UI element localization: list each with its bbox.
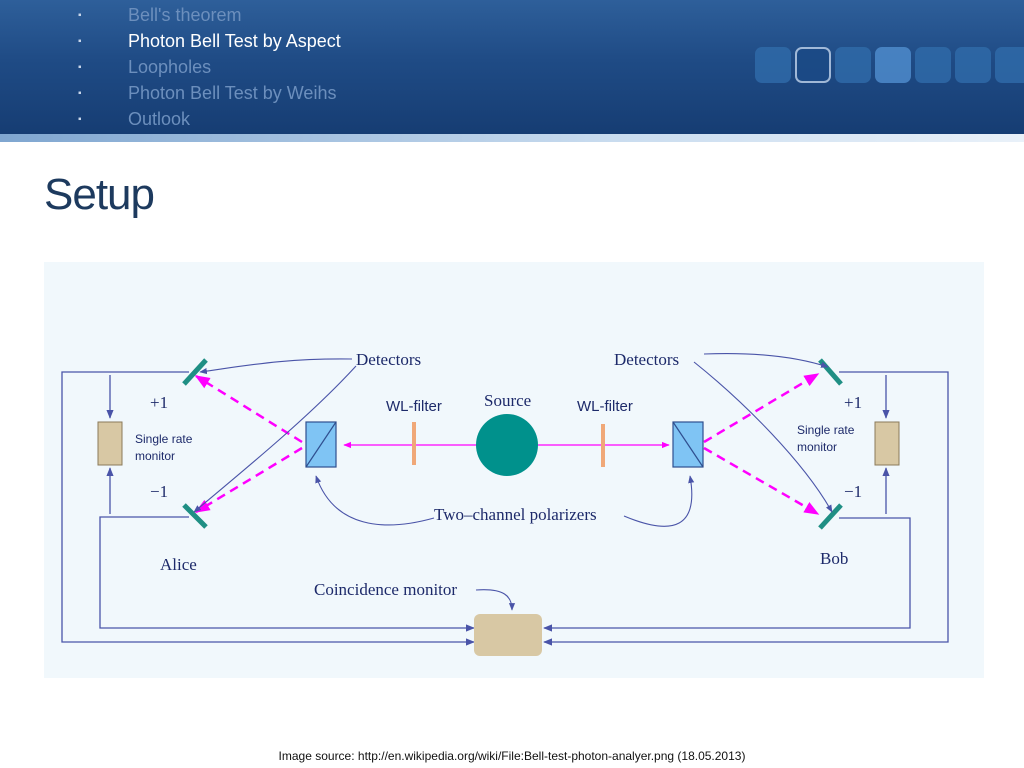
label-minus-one-left: −1 [150,482,168,501]
bullet-icon: ▪ [78,36,82,48]
outline-item-label: Outlook [128,109,191,129]
label-source: Source [484,391,531,410]
outline-item-photon-bell-test-aspect[interactable]: ▪ Photon Bell Test by Aspect [78,28,341,54]
label-wl-filter-left: WL-filter [386,398,442,415]
wl-filter-left [412,422,416,465]
bullet-icon: ▪ [78,10,82,22]
outline-item-label: Bell's theorem [128,5,242,25]
progress-square [955,47,991,83]
wire-left-outer [61,371,475,646]
image-source-caption: Image source: http://en.wikipedia.org/wi… [278,749,746,763]
diagram-canvas: Detectors Detectors Source WL-filter WL-… [61,350,949,656]
pointer-detectors-left-minus [193,365,357,513]
label-two-channel-polarizers: Two–channel polarizers [434,505,597,524]
polarizer-left [305,421,337,468]
beam-left-minus [194,446,303,514]
photon-source [476,414,538,476]
label-plus-one-right: +1 [844,393,862,412]
outline-item-photon-bell-test-weihs[interactable]: ▪ Photon Bell Test by Weihs [78,80,341,106]
polarizer-right [672,421,704,468]
progress-square [995,47,1024,83]
outline-item-outlook[interactable]: ▪ Outlook [78,106,341,132]
detector-alice-plus [182,358,208,386]
outline-item-loopholes[interactable]: ▪ Loopholes [78,54,341,80]
coincidence-monitor-box [474,614,542,656]
label-single-rate-right-1: Single rate [797,423,855,437]
beam-right-plus [703,372,820,444]
beam-left-plus [194,374,303,444]
wire-left-inner [99,516,475,632]
bell-test-diagram: Detectors Detectors Source WL-filter WL-… [44,262,984,678]
label-single-rate-left-2: monitor [135,449,175,463]
label-single-rate-left-1: Single rate [135,432,193,446]
header-banner: ▪ Bell's theorem ▪ Photon Bell Test by Asp… [0,0,1024,134]
label-detectors-left: Detectors [356,350,421,369]
outline-list: ▪ Bell's theorem ▪ Photon Bell Test by Asp… [78,2,341,132]
wire-right-inner [543,517,911,632]
label-detectors-right: Detectors [614,350,679,369]
detector-bob-plus [818,358,843,386]
pointer-detectors-right-plus [703,352,829,368]
outline-item-label: Photon Bell Test by Aspect [128,31,341,51]
bullet-icon: ▪ [78,88,82,100]
pointer-polarizer-left [315,475,435,526]
detector-bob-minus [818,503,843,530]
progress-square [915,47,951,83]
progress-square-current-section [795,47,831,83]
bullet-icon: ▪ [78,114,82,126]
label-single-rate-right-2: monitor [797,440,837,454]
header-stripe [0,134,1024,142]
page-title: Setup [44,170,155,219]
label-wl-filter-right: WL-filter [577,398,633,415]
wl-filter-right [601,424,605,467]
pointer-coincidence-monitor [475,589,516,611]
progress-square [835,47,871,83]
label-bob: Bob [820,549,848,568]
bullet-icon: ▪ [78,62,82,74]
label-coincidence-monitor: Coincidence monitor [314,580,457,599]
pointer-detectors-right-minus [693,361,833,513]
outline-item-label: Loopholes [128,57,212,77]
progress-square-current [875,47,911,83]
wire-right-outer [543,371,949,646]
outline-item-bells-theorem[interactable]: ▪ Bell's theorem [78,2,341,28]
progress-square [755,47,791,83]
pointer-detectors-left-plus [199,358,353,375]
label-minus-one-right: −1 [844,482,862,501]
label-alice: Alice [160,555,197,574]
single-rate-monitor-right [874,421,900,466]
detector-alice-minus [182,503,208,529]
label-plus-one-left: +1 [150,393,168,412]
pointer-polarizer-right [623,475,695,527]
outline-item-label: Photon Bell Test by Weihs [128,83,337,103]
single-rate-monitor-left [97,421,123,466]
beam-right-minus [703,446,820,516]
